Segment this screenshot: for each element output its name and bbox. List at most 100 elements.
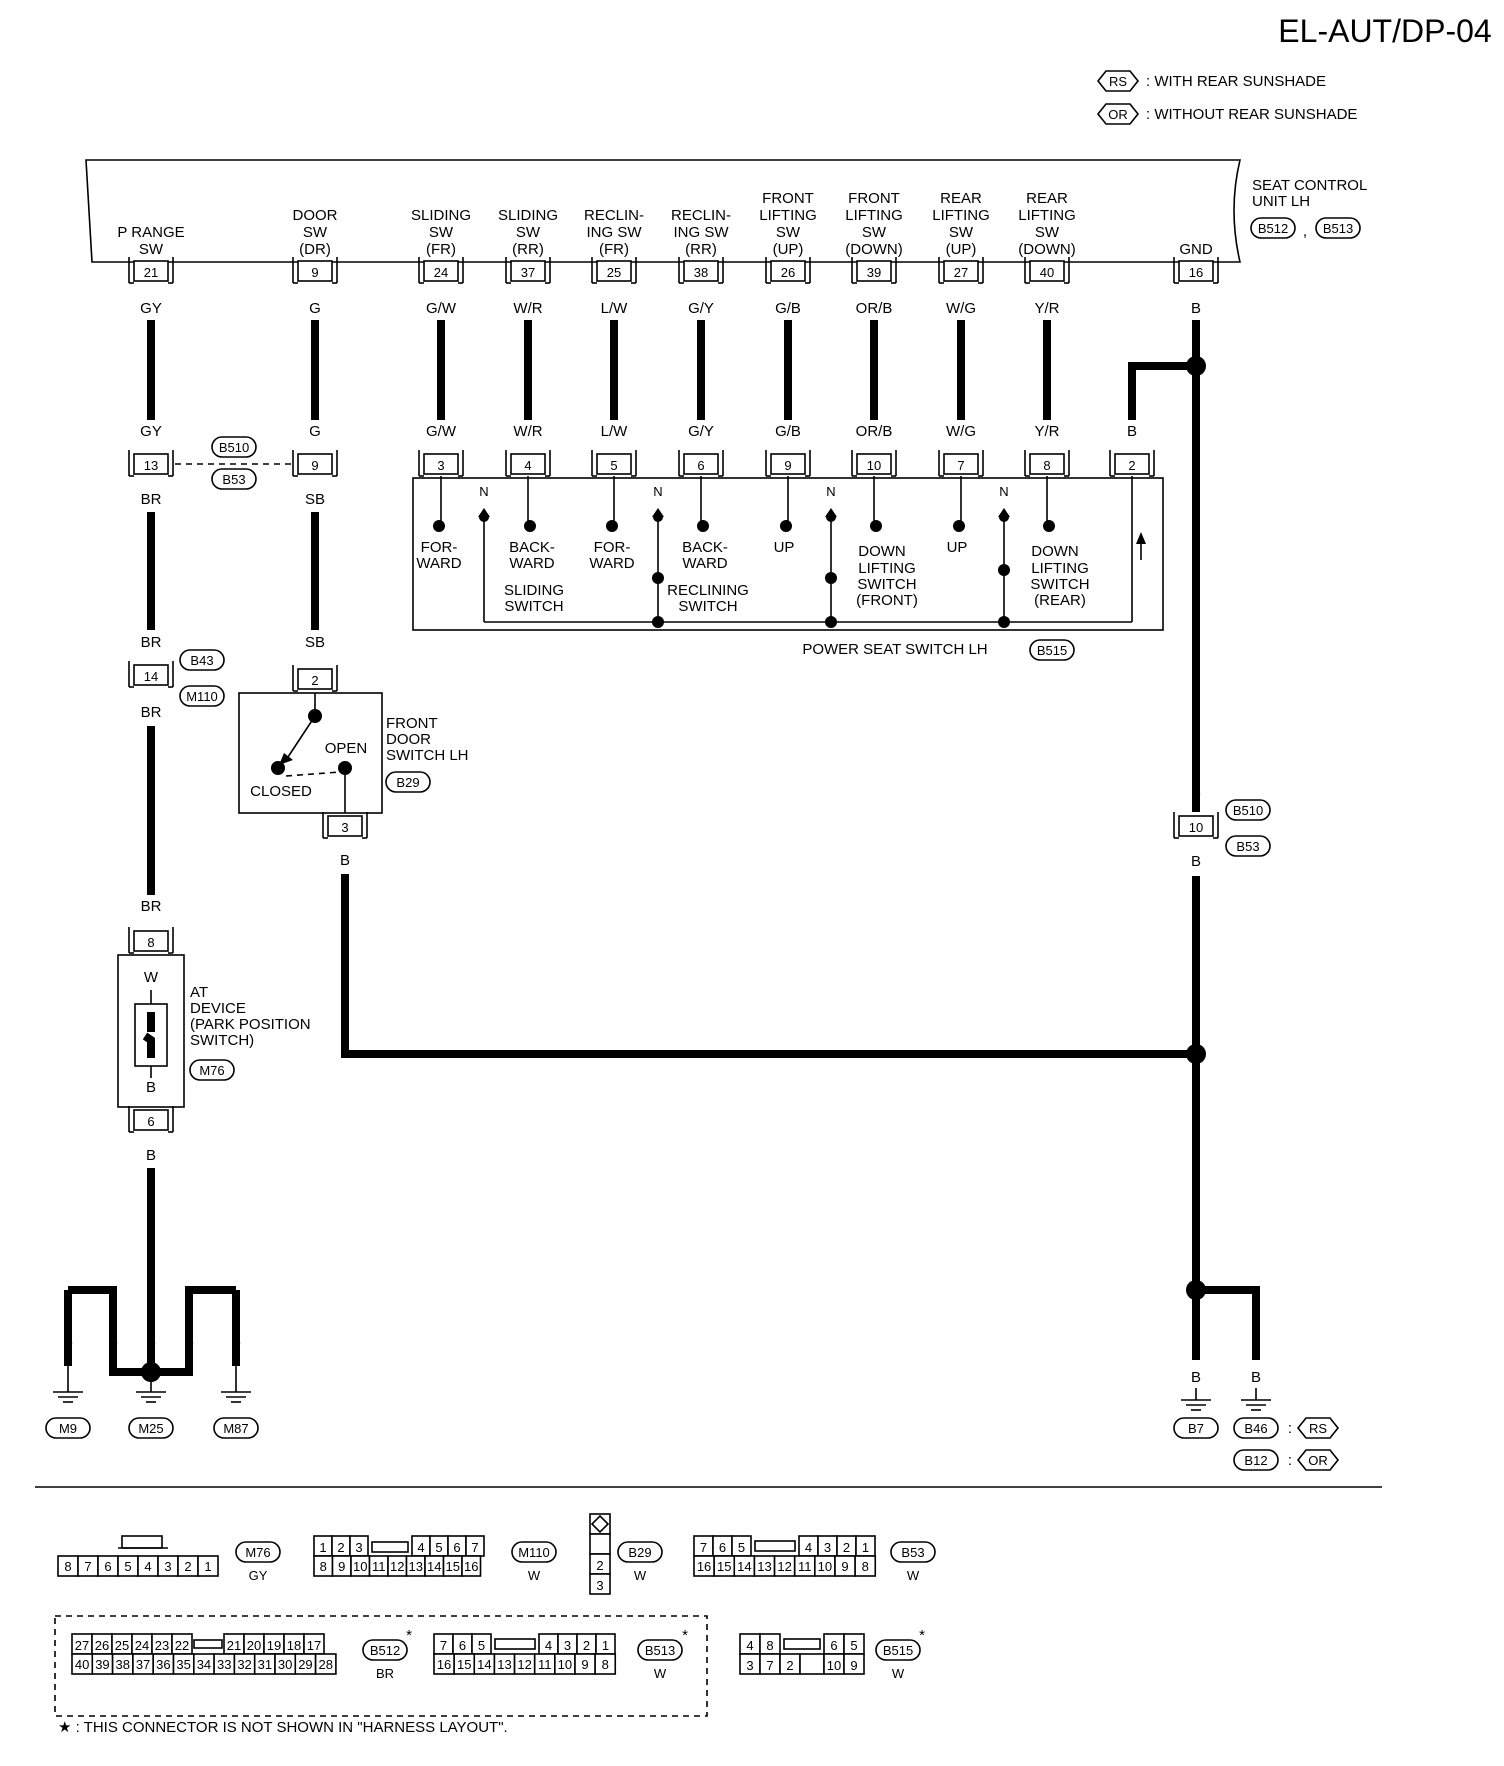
door-switch-name: FRONT bbox=[386, 715, 438, 732]
joint-pin-14-label: 14 bbox=[144, 669, 158, 684]
switch-wire-color: G/Y bbox=[688, 423, 714, 440]
connector-cell-label: 3 bbox=[596, 1578, 603, 1593]
left-ground-branch-a bbox=[68, 1286, 151, 1376]
gnd-joint-pin bbox=[1178, 815, 1214, 837]
switch-contact bbox=[1043, 520, 1055, 532]
connector-cell bbox=[843, 1653, 865, 1675]
at-device-pin-top-label: 8 bbox=[147, 935, 154, 950]
connector-cell-label: 3 bbox=[564, 1638, 571, 1653]
ground-option-or bbox=[1296, 1449, 1340, 1471]
bus-junction bbox=[998, 616, 1010, 628]
door-switch-closed-label: CLOSED bbox=[250, 783, 312, 800]
connector-b53-code-label: B53 bbox=[901, 1545, 924, 1560]
connector-cell-label: 14 bbox=[737, 1559, 751, 1574]
switch-pivot bbox=[479, 512, 489, 522]
at-device-wire-in-color: BR bbox=[141, 898, 162, 915]
connector-cell-label: 7 bbox=[84, 1559, 91, 1574]
connector-cell-label: 5 bbox=[435, 1540, 442, 1555]
joint-pin-13 bbox=[133, 453, 169, 475]
seat-switch-pin bbox=[423, 453, 459, 475]
switch-wire-color: G/W bbox=[426, 423, 457, 440]
connector-cell-label: 9 bbox=[338, 1559, 345, 1574]
at-device-inner-wire-color: W bbox=[144, 969, 159, 986]
unit-pin-label: SW bbox=[1035, 224, 1060, 241]
seat-switch-pin bbox=[856, 453, 892, 475]
connector-cell-label: 10 bbox=[827, 1658, 841, 1673]
ground-wire-color: B bbox=[108, 1333, 118, 1350]
door-switch-ground-wire bbox=[341, 874, 1196, 1058]
connector-cell-label: 8 bbox=[862, 1559, 869, 1574]
connector-cell-label: 18 bbox=[287, 1638, 301, 1653]
connector-cell-label: 3 bbox=[355, 1540, 362, 1555]
gnd-wire-color-bottom: B bbox=[1191, 853, 1201, 870]
connector-m110-code-label: M110 bbox=[518, 1545, 550, 1560]
ground-m9-label: M9 bbox=[59, 1421, 77, 1436]
switch-neutral-label: N bbox=[999, 484, 1008, 499]
unit-pin-label: REAR bbox=[1026, 190, 1068, 207]
switch-wire-color: W/R bbox=[513, 423, 542, 440]
connector-b512-code-label: B512 bbox=[370, 1643, 400, 1658]
connector-cell bbox=[314, 1653, 337, 1675]
unit-pin-label: SW bbox=[776, 224, 801, 241]
unit-pin-label: 38 bbox=[694, 265, 708, 280]
at-device-contact bbox=[142, 1032, 155, 1058]
connector-cell-label: 14 bbox=[427, 1559, 441, 1574]
connector-cell-label: 7 bbox=[471, 1540, 478, 1555]
connector-cell-label: 3 bbox=[824, 1540, 831, 1555]
ground-b7 bbox=[1173, 1417, 1219, 1439]
connector-cell-label: 2 bbox=[786, 1658, 793, 1673]
unit-pin-label: ING SW bbox=[587, 224, 643, 241]
connector-cell-label: 5 bbox=[850, 1638, 857, 1653]
footnote: ★ : THIS CONNECTOR IS NOT SHOWN IN "HARN… bbox=[58, 1719, 508, 1736]
ground-wire-color: B bbox=[1251, 1369, 1261, 1386]
door-switch-closed-contact bbox=[271, 761, 285, 775]
connector-cell-label: 3 bbox=[164, 1559, 171, 1574]
unit-pin-wire-color: GY bbox=[140, 300, 162, 317]
connector-m110-color: W bbox=[528, 1568, 541, 1583]
door-switch-pin-bottom-label: 3 bbox=[341, 820, 348, 835]
unit-pin bbox=[1178, 260, 1214, 282]
unit-pin bbox=[856, 260, 892, 282]
seat-switch-pin-label: 8 bbox=[1043, 458, 1050, 473]
connector-cell bbox=[461, 1555, 482, 1577]
door-wire-color-mid: SB bbox=[305, 634, 325, 651]
unit-pin-label: SW bbox=[862, 224, 887, 241]
connector-cell-label: 34 bbox=[197, 1657, 211, 1672]
switch-contact bbox=[433, 520, 445, 532]
connector-key bbox=[590, 1514, 610, 1534]
unit-pin-label: LIFTING bbox=[845, 207, 903, 224]
unit-pin-label: FRONT bbox=[762, 190, 814, 207]
connector-cell-label: 33 bbox=[217, 1657, 231, 1672]
unit-pin-label: SW bbox=[429, 224, 454, 241]
legend-tag-rs-label: RS bbox=[1109, 74, 1127, 89]
sliding-switch-label: SWITCH bbox=[504, 598, 563, 615]
connector-cell-label: 12 bbox=[777, 1559, 791, 1574]
connector-cell-label: 6 bbox=[830, 1638, 837, 1653]
ground-wire-color: B bbox=[1191, 1369, 1201, 1386]
connector-cell-label: 28 bbox=[319, 1657, 333, 1672]
unit-pin bbox=[683, 260, 719, 282]
connector-b513-color: W bbox=[654, 1666, 667, 1681]
switch-ground-wire-color: B bbox=[1127, 423, 1137, 440]
ground-m25-label: M25 bbox=[138, 1421, 163, 1436]
connector-b512-color: BR bbox=[376, 1666, 394, 1681]
connector-cell-label: 22 bbox=[175, 1638, 189, 1653]
door-switch-pin-top-label: 2 bbox=[311, 673, 318, 688]
at-device-name: (PARK POSITION bbox=[190, 1016, 311, 1033]
unit-pin-wire-color: L/W bbox=[601, 300, 629, 317]
gnd-wire-color-top: B bbox=[1191, 784, 1201, 801]
joint-connector-b510 bbox=[211, 436, 257, 458]
connector-cell-label: 16 bbox=[437, 1657, 451, 1672]
connector-cell bbox=[197, 1555, 219, 1577]
connector-cell-label: 27 bbox=[75, 1638, 89, 1653]
unit-pin-label: 37 bbox=[521, 265, 535, 280]
switch-contact bbox=[870, 520, 882, 532]
unit-pin bbox=[510, 260, 546, 282]
unit-pin-label: LIFTING bbox=[759, 207, 817, 224]
seat-switch-pin-label: 6 bbox=[697, 458, 704, 473]
ground-separator: : bbox=[1288, 1452, 1292, 1469]
unit-pin-label: 21 bbox=[144, 265, 158, 280]
ground-m87-label: M87 bbox=[223, 1421, 248, 1436]
switch-pivot bbox=[826, 512, 836, 522]
ground-b46 bbox=[1233, 1417, 1279, 1439]
